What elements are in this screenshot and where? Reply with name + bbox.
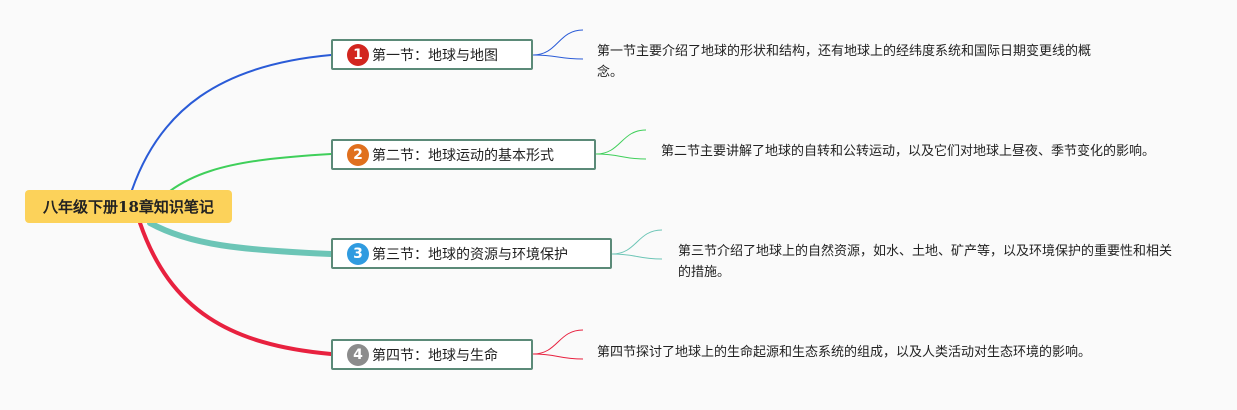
topic-label-4: 第四节：地球与生命 [372,347,498,364]
description-connector-2 [595,129,647,160]
topic-description-2: 第二节主要讲解了地球的自转和公转运动，以及它们对地球上昼夜、季节变化的影响。 [661,144,1156,159]
topic-label-2: 第二节：地球运动的基本形式 [372,147,554,164]
topic-description-4: 第四节探讨了地球上的生命起源和生态系统的组成，以及人类活动对生态环境的影响。 [597,345,1092,360]
topic-description-1: 第一节主要介绍了地球的形状和结构，还有地球上的经纬度系统和国际日期变更线的概念。 [597,44,1092,80]
description-connector-1 [532,29,584,60]
description-connector-4 [532,329,584,360]
number-badge-1: 1 [347,43,369,66]
number-badge-3: 3 [347,242,369,265]
topic-node-4[interactable]: 4 第四节：地球与生命 [331,339,533,370]
root-node[interactable]: 八年级下册18章知识笔记 [25,190,232,223]
topic-node-3[interactable]: 3 第三节：地球的资源与环境保护 [331,238,612,269]
topic-label-3: 第三节：地球的资源与环境保护 [372,246,568,263]
number-badge-4: 4 [347,343,369,366]
topic-label-1: 第一节：地球与地图 [372,47,498,64]
branch-line-4 [138,221,333,356]
number-badge-2: 2 [347,143,369,166]
branch-line-1 [131,54,332,191]
branch-line-3 [147,220,334,257]
description-connector-3 [611,229,663,260]
topic-node-1[interactable]: 1 第一节：地球与地图 [331,39,533,70]
root-node-label: 八年级下册18章知识笔记 [43,198,214,216]
topic-node-2[interactable]: 2 第二节：地球运动的基本形式 [331,139,596,170]
topic-description-3: 第三节介绍了地球上的自然资源，如水、土地、矿产等，以及环境保护的重要性和相关的措… [678,244,1173,280]
